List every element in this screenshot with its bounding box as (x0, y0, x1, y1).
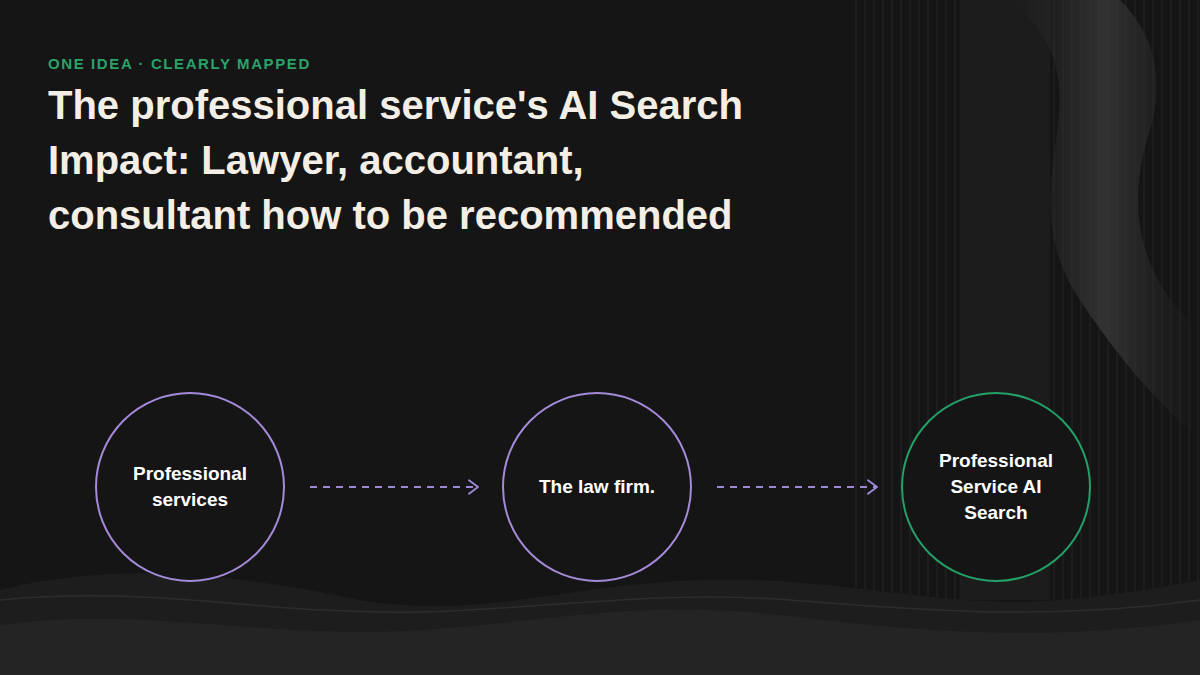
title: The professional service's AI Search Imp… (48, 78, 748, 243)
kicker-label: ONE IDEA · CLEARLY MAPPED (48, 55, 311, 72)
vertical-streaks (855, 0, 1200, 600)
circle-node: The law firm. (502, 392, 692, 582)
circle-node: Professional Service AI Search (901, 392, 1091, 582)
node-label: The law firm. (539, 474, 655, 500)
wave-front (0, 610, 1200, 675)
dashed-arrow (310, 480, 478, 494)
node-label: Professional Service AI Search (921, 448, 1071, 526)
dashed-arrow (717, 480, 877, 494)
node-label: Professional services (115, 461, 265, 513)
circle-node: Professional services (95, 392, 285, 582)
wave-back (0, 573, 1200, 675)
wave-line (0, 596, 1200, 612)
light-band (1010, 0, 1200, 440)
